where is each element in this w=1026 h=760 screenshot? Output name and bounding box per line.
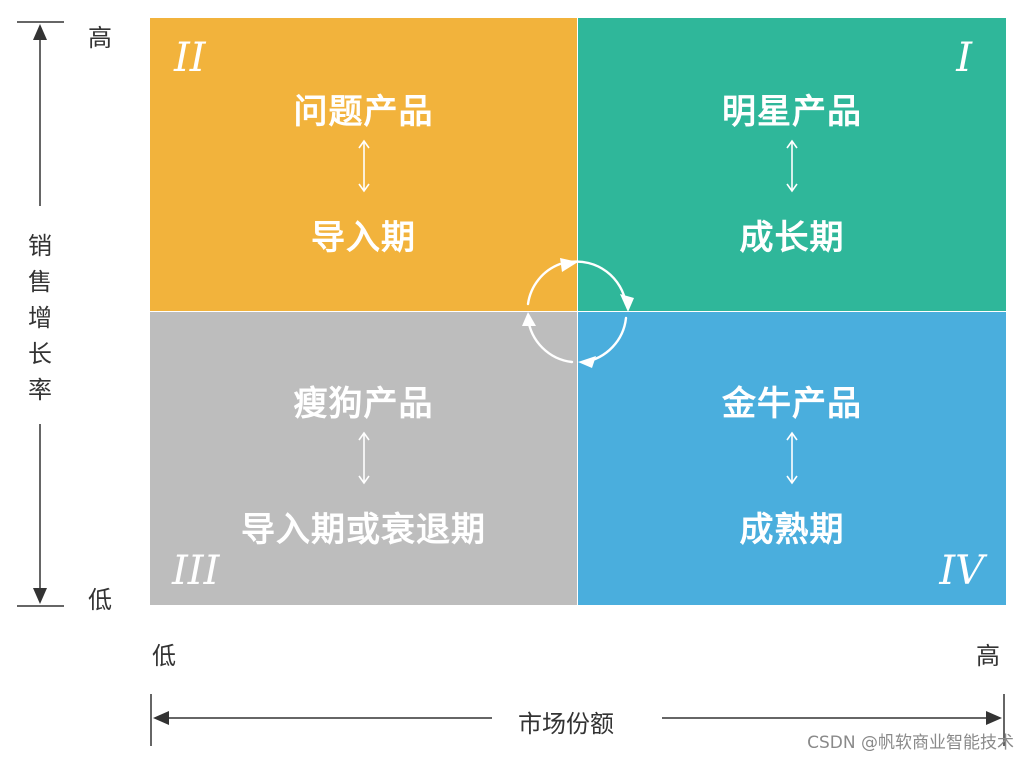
- quadrant-numeral: IV: [939, 548, 984, 594]
- watermark: CSDN @帆软商业智能技术: [807, 733, 1014, 753]
- y-axis-low-label: 低: [88, 586, 112, 614]
- x-axis-low-label: 低: [152, 642, 176, 670]
- x-axis-label: 市场份额: [518, 710, 614, 738]
- quadrant-question-products: II 问题产品 导入期: [150, 18, 577, 311]
- quadrant-phase: 成长期: [739, 218, 845, 258]
- quadrant-numeral: I: [956, 35, 972, 81]
- quadrant-phase: 导入期: [311, 218, 416, 258]
- quadrant-dog-products: 瘦狗产品 导入期或衰退期 III: [150, 312, 577, 605]
- quadrant-title: 金牛产品: [722, 384, 862, 424]
- quadrant-numeral: II: [174, 35, 206, 81]
- x-axis-arrow: [150, 694, 1005, 746]
- double-arrow-icon: [357, 431, 370, 485]
- double-arrow-icon: [786, 431, 798, 485]
- quadrant-phase: 成熟期: [739, 510, 845, 550]
- quadrant-title: 瘦狗产品: [293, 384, 434, 424]
- x-axis-high-label: 高: [976, 642, 1000, 670]
- y-axis-label: 销 售 增 长 率: [28, 232, 52, 404]
- y-axis-high-label: 高: [88, 24, 112, 52]
- double-arrow-icon: [786, 139, 798, 193]
- quadrant-cash-cow-products: 金牛产品 成熟期 IV: [578, 312, 1006, 605]
- y-axis-arrow: [17, 21, 64, 607]
- quadrant-numeral: III: [172, 548, 220, 594]
- quadrant-title: 问题产品: [293, 92, 434, 132]
- quadrant-star-products: I 明星产品 成长期: [578, 18, 1006, 311]
- cycle-arrows-icon: [522, 258, 634, 368]
- quadrant-phase: 导入期或衰退期: [241, 510, 486, 550]
- double-arrow-icon: [357, 139, 370, 193]
- quadrant-title: 明星产品: [722, 92, 862, 132]
